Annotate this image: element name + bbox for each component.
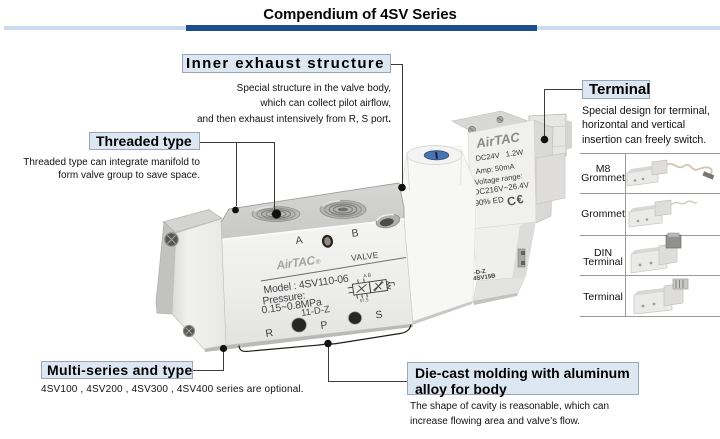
svg-text:AirTAC: AirTAC <box>274 253 316 272</box>
svg-text:90% ED: 90% ED <box>474 195 505 208</box>
svg-text:A B: A B <box>363 273 372 280</box>
svg-text:AirTAC: AirTAC <box>474 129 521 151</box>
svg-text:C €: C € <box>506 192 525 209</box>
svg-text:P: P <box>320 319 329 332</box>
svg-text:A: A <box>295 234 303 247</box>
svg-text:®: ® <box>315 257 321 266</box>
svg-text:B: B <box>351 227 359 240</box>
svg-text:VALVE: VALVE <box>351 250 380 263</box>
svg-text:-D-Z: -D-Z <box>473 269 486 277</box>
svg-text:57.5: 57.5 <box>359 297 369 303</box>
svg-text:S: S <box>375 309 384 322</box>
svg-text:4SV15B: 4SV15B <box>473 273 497 282</box>
svg-text:R: R <box>265 327 275 340</box>
svg-text:11-D-Z: 11-D-Z <box>300 304 330 319</box>
svg-text:Pressure:: Pressure: <box>262 290 306 308</box>
